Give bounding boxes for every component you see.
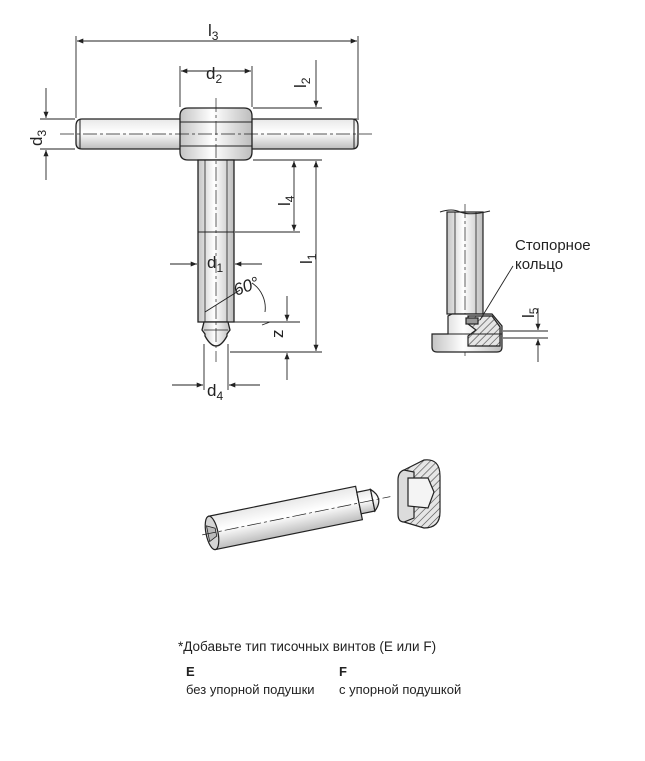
label-l4: l4	[275, 195, 297, 206]
label-l5: l5	[519, 307, 541, 318]
label-d4: d4	[207, 381, 223, 403]
ring-label-line1: Стопорное	[515, 237, 591, 254]
dimension-lines-main	[40, 36, 359, 390]
isometric-screw-view	[202, 485, 391, 551]
label-angle: 60°	[231, 273, 262, 300]
dimension-labels-main: l3 d2 l2 d3 l4 l1 d1 d4 60° z	[27, 21, 319, 403]
ring-label-line2: кольцо	[515, 256, 563, 273]
label-d3: d3	[27, 130, 49, 146]
option-e-description: без упорной подушки	[186, 682, 315, 697]
option-f-description: с упорной подушкой	[339, 682, 462, 697]
label-z: z	[268, 330, 287, 339]
label-l2: l2	[291, 77, 313, 88]
label-l3: l3	[208, 21, 219, 43]
option-e-code: E	[186, 664, 195, 679]
retaining-ring	[465, 317, 479, 325]
isometric-pad-view	[397, 459, 441, 529]
option-f-code: F	[339, 664, 347, 679]
dimension-lines-side	[479, 265, 548, 362]
pad-section-view	[431, 204, 503, 356]
t-handle-front-view	[60, 98, 372, 362]
label-d1: d1	[207, 253, 223, 275]
label-d2: d2	[206, 64, 222, 86]
legend-note: *Добавьте тип тисочных винтов (E или F)	[178, 639, 437, 654]
label-l1: l1	[297, 253, 319, 264]
